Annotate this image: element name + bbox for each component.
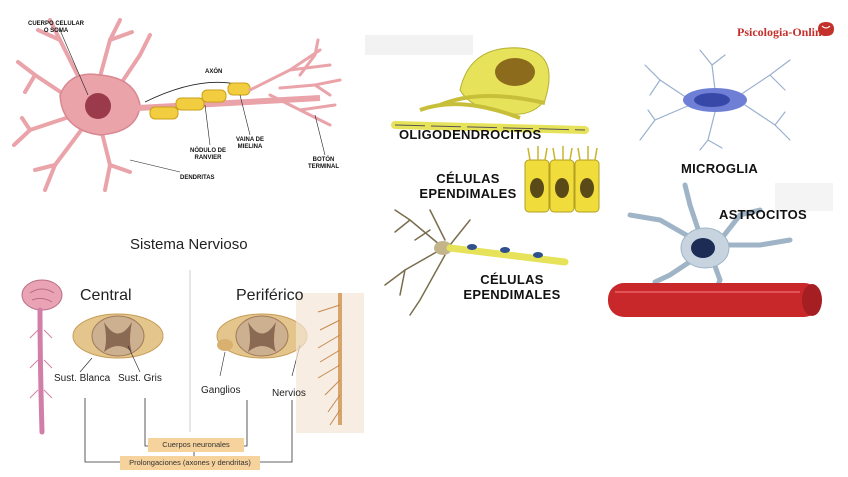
ependymal-label-1-line1: CÉLULAS [436, 171, 500, 186]
nerves-label: Nervios [272, 388, 306, 399]
ranvier-label-line2: RANVIER [194, 155, 222, 161]
cuerpos-box [148, 438, 244, 452]
prolongaciones-box [120, 456, 260, 470]
neuron-illustration [12, 18, 342, 192]
central-label: Central [80, 287, 132, 304]
ependymal-label-1-line2: EPENDIMALES [419, 186, 517, 201]
brain-spine [21, 279, 63, 435]
ranvier-label: NÓDULO DE RANVIER [190, 148, 226, 162]
microglia-label: MICROGLIA [681, 161, 759, 176]
peripheral-body [296, 293, 364, 433]
soma-label-line1: CUERPO CELULAR [28, 21, 85, 27]
soma-label-line2: O SOMA [43, 28, 69, 34]
nervous-system-illustration [21, 270, 364, 470]
prolongaciones-label: Prolongaciones (axones y dendritas) [129, 458, 251, 467]
nucleus [85, 93, 111, 119]
spinal-cord-peripheral [216, 313, 308, 377]
myelin-label-line1: VAINA DE [236, 137, 265, 143]
myelin-label-line2: MIELINA [237, 144, 263, 150]
myelin-label: VAINA DE MIELINA [236, 137, 264, 151]
ependymal-label-2-line2: EPENDIMALES [463, 287, 561, 302]
ganglia-label: Ganglios [201, 385, 241, 396]
blood-vessel [608, 283, 820, 317]
dendrites-label: DENDRITAS [180, 175, 215, 181]
oligodendrocytes-label: OLIGODENDROCITOS [399, 127, 542, 142]
oligodendrocyte-illustration [365, 35, 589, 134]
brain-logo-icon [818, 22, 834, 36]
nervous-system-title: Sistema Nervioso [130, 236, 248, 253]
terminal-label: BOTÓN TERMINAL [308, 157, 339, 171]
spinal-cord-central [72, 313, 164, 373]
peripheral-label: Periférico [236, 287, 304, 304]
soma-label: CUERPO CELULAR O SOMA [28, 21, 84, 35]
ependymal-label-1: CÉLULAS EPENDIMALES [418, 171, 518, 201]
microglia-illustration [639, 49, 791, 151]
astrocytes-label: ASTROCITOS [719, 207, 807, 222]
brand-logo-text: Psicologia-Online [737, 25, 827, 39]
ependymal-label-2: CÉLULAS EPENDIMALES [462, 272, 562, 302]
myelinated-neuron-illustration [384, 209, 569, 316]
ependymal-label-2-line1: CÉLULAS [480, 272, 544, 287]
astrocyte-illustration [608, 182, 833, 317]
white-matter-label: Sust. Blanca [54, 373, 111, 384]
ependymal-cells-column [524, 146, 600, 213]
axon-label: AXÓN [205, 69, 223, 75]
ranvier-label-line1: NÓDULO DE [190, 148, 226, 154]
terminal-label-line1: BOTÓN [312, 157, 335, 163]
terminal-label-line2: TERMINAL [308, 164, 339, 170]
cuerpos-neuronales-label: Cuerpos neuronales [162, 440, 230, 449]
grey-matter-label: Sust. Gris [118, 373, 162, 384]
